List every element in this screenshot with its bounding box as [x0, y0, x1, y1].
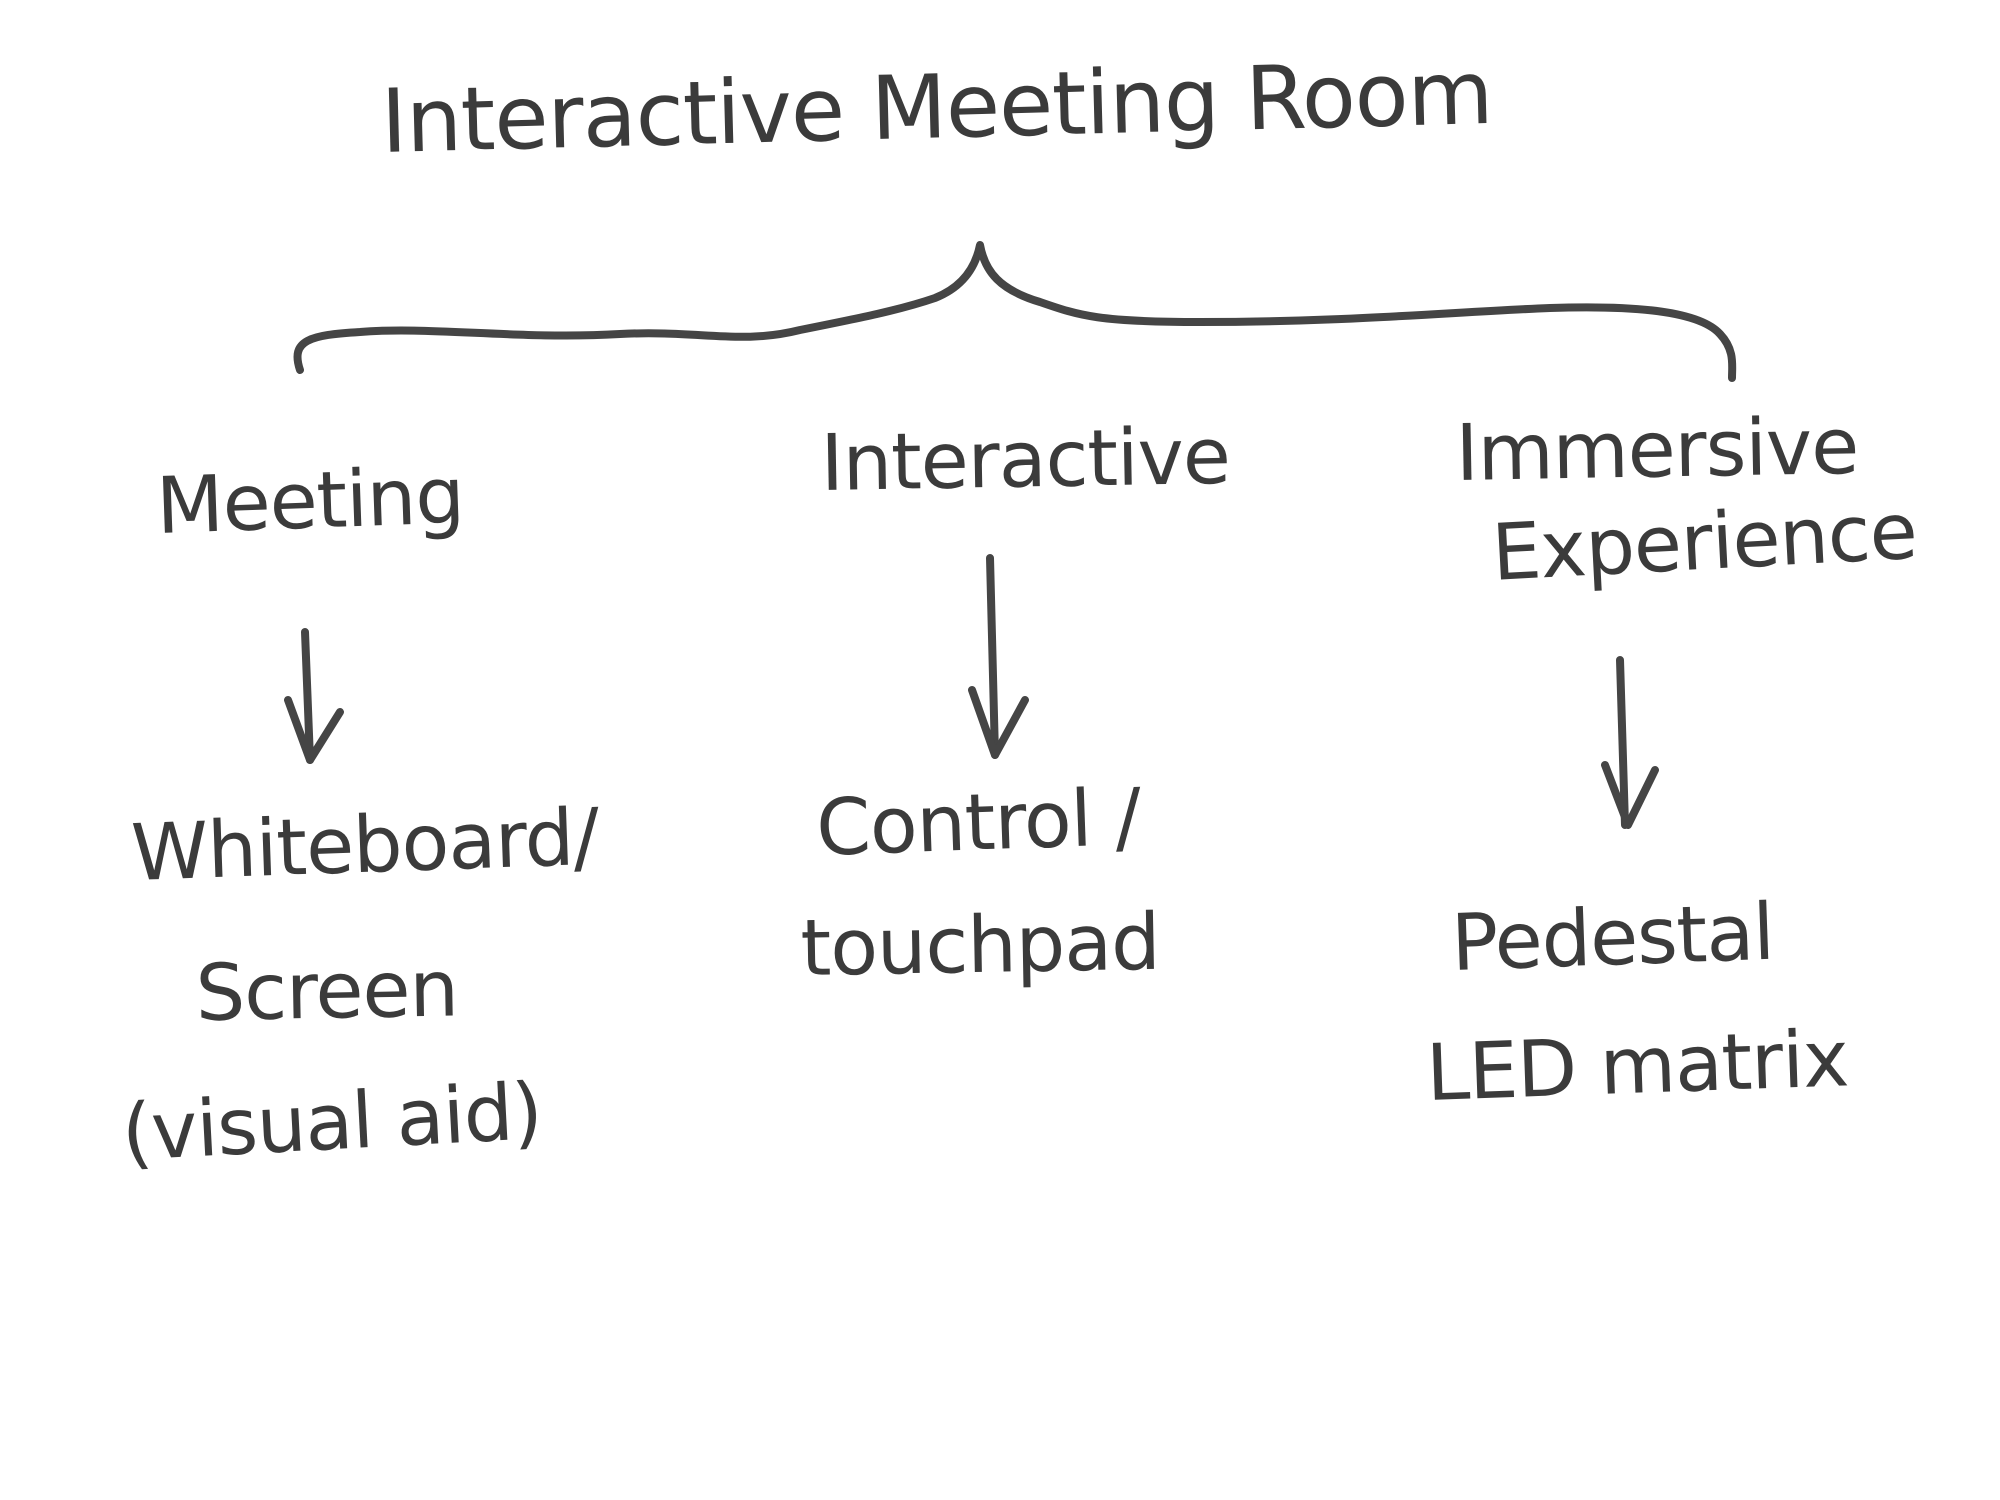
leaf-meeting-line2: Screen: [194, 944, 459, 1039]
arrow-interactive: [986, 554, 999, 759]
branch-label-interactive: Interactive: [819, 411, 1231, 509]
leaf-immersive-line2: LED matrix: [1424, 1014, 1850, 1119]
leaf-interactive-line2: touchpad: [799, 897, 1161, 994]
branch-label-meeting: Meeting: [154, 451, 466, 552]
brace-connector: [293, 241, 1737, 382]
arrow-immersive-head: [1601, 761, 1659, 829]
arrow-interactive-head: [968, 686, 1029, 759]
leaf-interactive-line1: Control /: [814, 772, 1142, 874]
arrow-meeting-head: [284, 696, 344, 764]
leaf-meeting-line3: (visual aid): [119, 1067, 544, 1179]
leaf-meeting-line1: Whiteboard/: [129, 792, 600, 899]
leaf-immersive-line1: Pedestal: [1449, 887, 1776, 989]
arrow-immersive: [1616, 656, 1629, 829]
branch-label-immersive-line2: Experience: [1489, 486, 1919, 599]
arrow-meeting: [301, 628, 314, 764]
branch-label-immersive-line1: Immersive: [1454, 401, 1859, 499]
